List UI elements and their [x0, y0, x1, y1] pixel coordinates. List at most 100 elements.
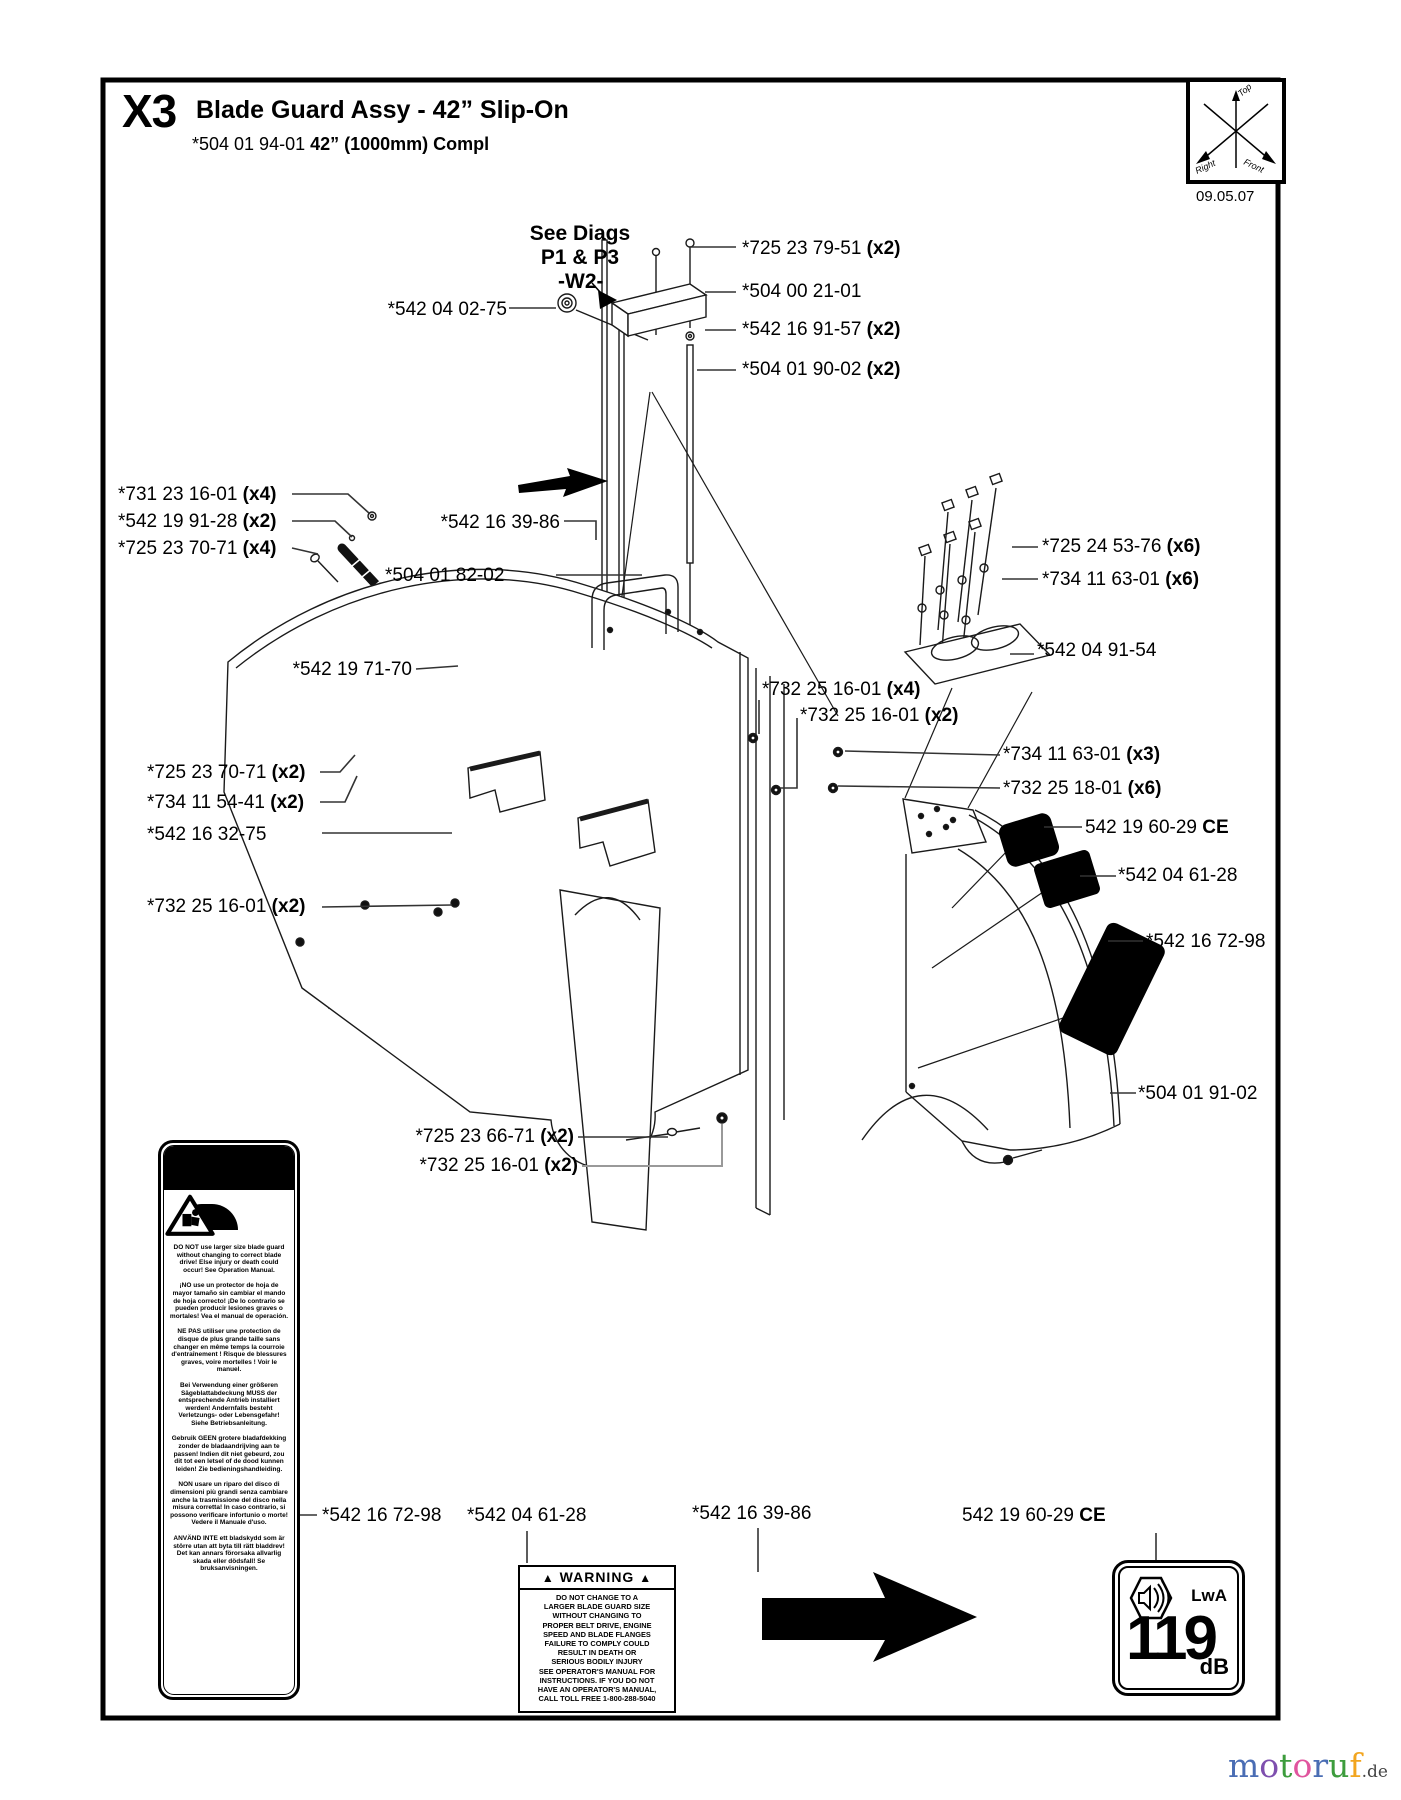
w2-pointer-icon — [598, 290, 617, 309]
part-number: *542 04 91-54 — [1037, 640, 1157, 661]
part-number: *504 01 91-02 — [1138, 1083, 1258, 1104]
sticker-header-band — [164, 1146, 294, 1190]
see-diags-line2: P1 & P3 — [540, 246, 620, 269]
part-label: *732 25 16-01 (x2) — [402, 1155, 578, 1177]
part-label: *542 16 39-86 — [692, 1503, 811, 1525]
arrow-decal — [1059, 922, 1165, 1056]
warning-decal — [1034, 850, 1100, 908]
part-label: *542 19 91-28 (x2) — [118, 511, 276, 533]
part-label: *732 25 18-01 (x6) — [1003, 778, 1161, 800]
watermark-letter: u — [1328, 1746, 1350, 1785]
warning-text-nl: Gebruik GEEN grotere bladafdekking zonde… — [171, 1435, 287, 1473]
page-title: Blade Guard Assy - 42” Slip-On — [196, 96, 569, 124]
noise-sticker-inner-border: LwA 119 dB — [1118, 1566, 1239, 1690]
warning-line: PROPER BELT DRIVE, ENGINE — [542, 1620, 652, 1630]
part-number: *542 04 02-75 — [387, 299, 507, 320]
part-qty: (x2) — [271, 762, 306, 783]
revision-date: 09.05.07 — [1196, 188, 1255, 205]
see-diags-note: See Diags P1 & P3 — [505, 222, 655, 270]
warning-line: SPEED AND BLADE FLANGES — [543, 1629, 651, 1639]
warning-text-es: ¡NO use un protector de hoja de mayor ta… — [169, 1282, 289, 1320]
part-number: *731 23 16-01 — [118, 484, 238, 505]
part-label: *504 00 21-01 — [742, 281, 861, 303]
noise-speaker-icon — [1129, 1576, 1173, 1620]
part-label: 542 19 60-29 CE — [962, 1505, 1106, 1527]
multilanguage-safety-sticker: DO NOT use larger size blade guard witho… — [158, 1140, 300, 1700]
lwa-label: LwA — [1191, 1586, 1227, 1605]
noise-sticker-top: LwA — [1120, 1568, 1237, 1620]
warning-line: DO NOT CHANGE TO A — [555, 1593, 639, 1602]
warning-line: CALL TOLL FREE 1-800-288-5040 — [538, 1694, 656, 1704]
part-qty: CE — [1079, 1505, 1106, 1526]
warning-line: SEE OPERATOR'S MANUAL FOR — [538, 1666, 656, 1676]
diagram-code: X3 — [122, 85, 177, 137]
part-qty: (x4) — [886, 679, 921, 700]
part-label: *725 23 70-71 (x2) — [147, 762, 305, 784]
warning-line: WITHOUT CHANGING TO — [552, 1611, 642, 1621]
part-qty: (x2) — [866, 238, 901, 259]
warning-text-fr: NE PAS utiliser une protection de disque… — [171, 1328, 287, 1374]
part-qty: (x2) — [866, 359, 901, 380]
warning-triangle-pictogram-icon — [165, 1194, 215, 1236]
part-qty: (x2) — [271, 896, 306, 917]
part-number: 542 19 60-29 — [962, 1505, 1074, 1526]
part-number: *734 11 63-01 — [1003, 744, 1121, 765]
part-number: *725 23 66-71 — [415, 1126, 535, 1147]
watermark-letter: o — [1292, 1746, 1313, 1785]
motoruf-watermark: motoruf.de — [1228, 1746, 1388, 1785]
part-label: *732 25 16-01 (x4) — [762, 679, 920, 701]
part-number: 542 19 60-29 — [1085, 817, 1197, 838]
watermark-letter: m — [1228, 1746, 1260, 1785]
part-number: *734 11 54-41 — [147, 792, 265, 813]
part-qty: (x4) — [242, 538, 277, 559]
part-label: 542 19 60-29 CE — [1085, 817, 1229, 839]
part-qty: (x6) — [1127, 778, 1162, 799]
part-label: *731 23 16-01 (x4) — [118, 484, 276, 506]
part-qty: CE — [1202, 817, 1229, 838]
part-number: *732 25 16-01 — [800, 705, 920, 726]
leader-lines — [291, 246, 1157, 1572]
sticker-text-body: DO NOT use larger size blade guard witho… — [164, 1242, 294, 1583]
part-qty: (x2) — [924, 705, 959, 726]
watermark-suffix: .de — [1361, 1762, 1388, 1782]
warning-text-it: NON usare un riparo del disco di dimensi… — [170, 1481, 288, 1527]
watermark-letter: f — [1349, 1746, 1362, 1785]
part-qty: (x2) — [544, 1155, 578, 1176]
w2-note: -W2- — [558, 270, 604, 293]
warning-line: LARGER BLADE GUARD SIZE — [543, 1602, 651, 1612]
part-label: *542 16 39-86 — [430, 512, 560, 534]
part-label: *725 23 70-71 (x4) — [118, 538, 276, 560]
part-number: *542 19 71-70 — [292, 659, 412, 680]
sticker-icons-row — [164, 1190, 294, 1242]
direction-arrow-decal — [518, 468, 608, 497]
part-label: *734 11 63-01 (x3) — [1003, 744, 1160, 766]
part-label: *542 04 61-28 — [467, 1505, 586, 1527]
page-border — [100, 77, 1281, 1721]
part-label: *542 04 61-28 — [1118, 865, 1237, 887]
part-label: *542 16 32-75 — [147, 824, 266, 846]
watermark-letter: o — [1259, 1746, 1280, 1785]
part-qty: (x2) — [540, 1126, 574, 1147]
part-label: *734 11 63-01 (x6) — [1042, 569, 1199, 591]
warning-text-en: DO NOT use larger size blade guard witho… — [173, 1244, 285, 1274]
assembly-part-size: 42” (1000mm) Compl — [310, 134, 490, 154]
noise-unit: dB — [1199, 1654, 1229, 1679]
part-number: *725 23 79-51 — [742, 238, 862, 259]
part-qty: (x3) — [1126, 744, 1161, 765]
part-number: *732 25 16-01 — [419, 1155, 539, 1176]
part-number: *542 16 32-75 — [147, 824, 267, 845]
part-label: *542 16 91-57 (x2) — [742, 319, 900, 341]
warning-sticker: ▲ WARNING ▲ DO NOT CHANGE TO A LARGER BL… — [518, 1565, 676, 1713]
part-number: *542 16 72-98 — [1146, 931, 1266, 952]
part-number: *725 24 53-76 — [1042, 536, 1162, 557]
part-number: *542 16 72-98 — [322, 1505, 442, 1526]
drawing-lines — [223, 238, 1121, 1231]
part-number: *725 23 70-71 — [118, 538, 238, 559]
part-label: *542 16 72-98 — [322, 1505, 441, 1527]
assembly-part-prefix: *504 01 94-01 — [192, 134, 311, 154]
part-number: *542 19 91-28 — [118, 511, 238, 532]
part-label: *504 01 82-02 — [385, 565, 504, 587]
orientation-axes-icon: Top Right Front — [1186, 78, 1286, 184]
part-label: *542 19 71-70 — [292, 659, 412, 681]
warning-triangle-icon: ▲ — [639, 1571, 653, 1585]
